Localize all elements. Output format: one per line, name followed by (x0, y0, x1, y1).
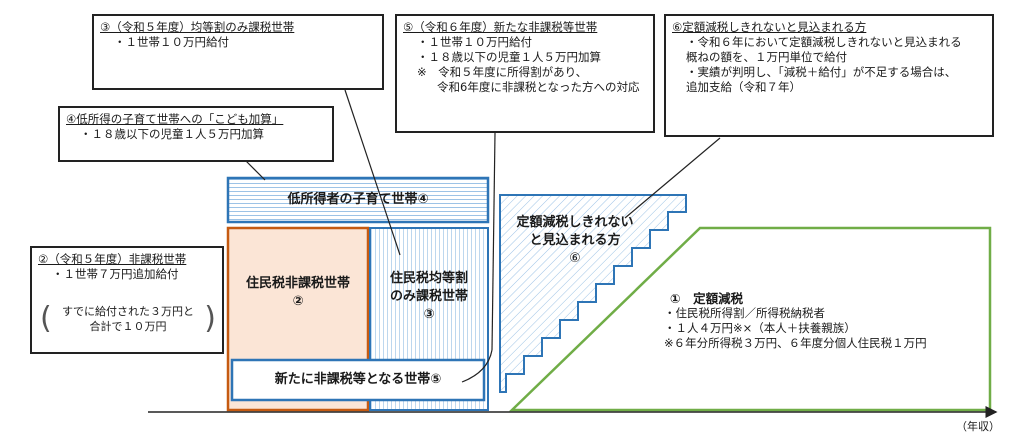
teigaku-genzei-line: ・１人４万円※×（本人＋扶養親族） (664, 321, 856, 335)
staircase-label-line: と見込まれる方 (529, 233, 621, 248)
kintouwari-region-label: 住民税均等割 のみ課税世帯 ③ (370, 270, 488, 324)
income-axis-label: （年収） (956, 420, 1000, 433)
callout-hikazei-note-line: すでに給付された３万円と (61, 305, 195, 318)
callout-kodomo-kasan-head: ④低所得の子育て世帯への「こども加算」 (66, 112, 284, 126)
callout-shintani-hikazei-line: 令和6年度に非課税となった方への対応 (437, 80, 640, 94)
callout-teigaku-shikirenai: ⑥定額減税しきれないと見込まれる方 ・令和６年において定額減税しきれないと見込ま… (664, 14, 994, 137)
callout-kintouwari: ③（令和５年度）均等割のみ課税世帯 ・１世帯１０万円給付 (92, 14, 384, 90)
teigaku-genzei-text: ① 定額減税 ・住民税所得割／所得税納税者 ・１人４万円※×（本人＋扶養親族） … (664, 291, 927, 351)
callout-teigaku-shikirenai-line: 追加支給（令和７年） (686, 80, 801, 94)
callout-kodomo-kasan-line: ・１８歳以下の児童１人５万円加算 (80, 127, 264, 141)
callout-shintani-hikazei-line: ※ 令和５年度に所得割があり、 (417, 65, 588, 79)
hikazei-region-label: 住民税非課税世帯 ② (228, 275, 368, 311)
kintouwari-label-line: のみ課税世帯 (389, 289, 468, 304)
right-paren-icon: ) (204, 301, 216, 336)
callout-hikazei-head: ②（令和５年度）非課税世帯 (38, 252, 187, 266)
teigaku-genzei-region (508, 226, 992, 412)
kosodate-band (226, 176, 490, 224)
callout-kodomo-kasan: ④低所得の子育て世帯への「こども加算」 ・１８歳以下の児童１人５万円加算 (58, 106, 334, 162)
left-paren-icon: ( (40, 301, 52, 336)
connector-c5-hook (461, 349, 493, 383)
callout-teigaku-shikirenai-head: ⑥定額減税しきれないと見込まれる方 (672, 20, 867, 34)
teigaku-genzei-line: ※６年分所得税３万円、６年度分個人住民税１万円 (664, 336, 927, 350)
connector-c5 (491, 132, 496, 351)
callout-shintani-hikazei-head: ⑤（令和６年度）新たな非課税等世帯 (403, 20, 598, 34)
callout-hikazei-note: ( すでに給付された３万円と 合計で１０万円 ) (38, 302, 218, 336)
connector-c3 (344, 89, 401, 256)
callout-teigaku-shikirenai-line: ・令和６年において定額減税しきれないと見込まれる (686, 35, 962, 49)
connector-c6 (624, 137, 721, 219)
callout-shintani-hikazei-line: ・１８歳以下の児童１人５万円加算 (417, 50, 601, 64)
teigaku-genzei-title: ① 定額減税 (670, 291, 744, 306)
callout-kintouwari-line: ・１世帯１０万円給付 (114, 35, 229, 49)
staircase-region (499, 194, 687, 393)
hikazei-label-number: ② (292, 294, 304, 309)
teigaku-genzei-line: ・住民税所得割／所得税納税者 (664, 306, 825, 320)
callout-kintouwari-head: ③（令和５年度）均等割のみ課税世帯 (100, 20, 295, 34)
kintouwari-label-line: 住民税均等割 (389, 271, 468, 286)
hikazei-label-line: 住民税非課税世帯 (245, 276, 350, 291)
connector-c4 (244, 159, 266, 181)
shintani-hikazei-label: 新たに非課税等となる世帯⑤ (274, 372, 442, 387)
kosodate-band-label: 低所得者の子育て世帯④ (287, 192, 429, 207)
callout-shintani-hikazei-line: ・１世帯１０万円給付 (417, 35, 532, 49)
staircase-label-number: ⑥ (569, 251, 581, 266)
callout-teigaku-shikirenai-line: 概ねの額を、１万円単位で給付 (686, 50, 847, 64)
staircase-label-line: 定額減税しきれない (516, 215, 634, 230)
callout-hikazei: ②（令和５年度）非課税世帯 ・１世帯７万円追加給付 ( すでに給付された３万円と… (30, 246, 224, 354)
shintani-hikazei-band (230, 358, 486, 402)
callout-hikazei-note-line: 合計で１０万円 (89, 320, 167, 333)
kintouwari-label-number: ③ (423, 307, 435, 322)
callout-teigaku-shikirenai-line: ・実績が判明し、「減税＋給付」が不足する場合は、 (686, 65, 957, 79)
callout-shintani-hikazei: ⑤（令和６年度）新たな非課税等世帯 ・１世帯１０万円給付 ・１８歳以下の児童１人… (395, 14, 655, 133)
staircase-region-label: 定額減税しきれない と見込まれる方 ⑥ (500, 214, 650, 268)
callout-hikazei-line: ・１世帯７万円追加給付 (52, 267, 179, 281)
